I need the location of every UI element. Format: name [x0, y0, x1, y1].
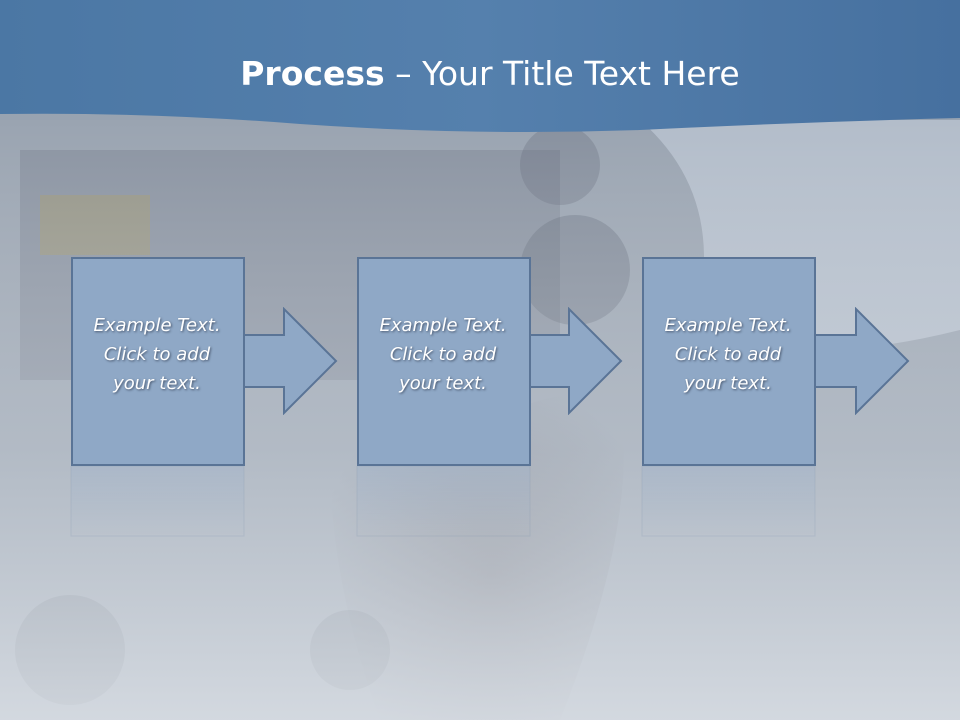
process-reflection	[70, 466, 816, 537]
slide-title[interactable]: Process – Your Title Text Here	[0, 52, 960, 96]
step-text-line: Example Text.	[379, 315, 507, 336]
step-box-2[interactable]: Example Text. Click to add your text.	[357, 257, 531, 466]
step-text[interactable]: Example Text. Click to add your text.	[71, 311, 243, 398]
step-text-line: Click to add	[103, 344, 211, 365]
step-text-line: Example Text.	[664, 315, 792, 336]
step-text[interactable]: Example Text. Click to add your text.	[642, 311, 814, 398]
step-text-line: Example Text.	[93, 315, 221, 336]
step-text-line: Click to add	[674, 344, 782, 365]
step-text-line: your text.	[113, 373, 201, 394]
step-box-shape	[357, 257, 531, 466]
step-text-line: your text.	[684, 373, 772, 394]
step-box-shape	[71, 257, 245, 466]
right-arrow-icon	[524, 307, 623, 415]
title-bold: Process	[240, 54, 385, 93]
step-text-line: your text.	[399, 373, 487, 394]
header-band	[0, 0, 960, 132]
right-arrow-icon	[239, 307, 338, 415]
step-box-shape	[642, 257, 816, 466]
step-text[interactable]: Example Text. Click to add your text.	[357, 311, 529, 398]
step-box-3[interactable]: Example Text. Click to add your text.	[642, 257, 816, 466]
title-rest: – Your Title Text Here	[384, 54, 740, 93]
right-arrow-icon	[811, 307, 910, 415]
step-box-1[interactable]: Example Text. Click to add your text.	[71, 257, 245, 466]
step-text-line: Click to add	[389, 344, 497, 365]
